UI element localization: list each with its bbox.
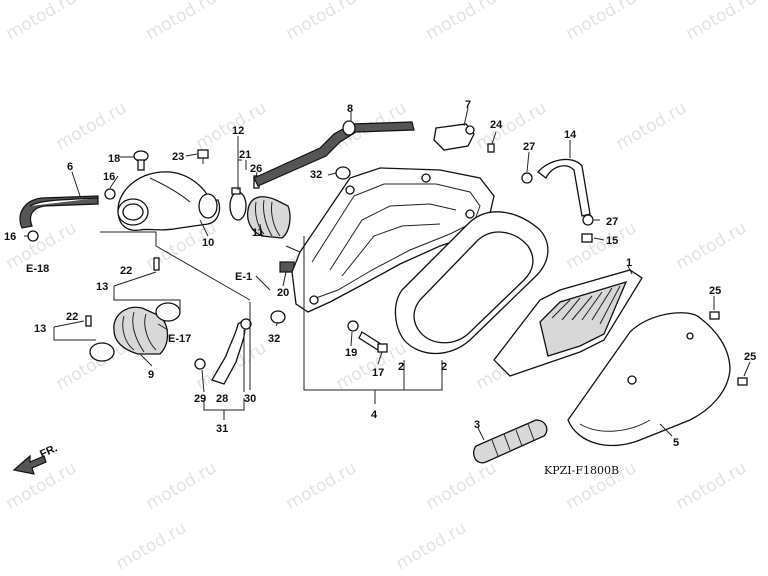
part-cover-5	[567, 312, 731, 447]
callout-label: 27	[606, 216, 618, 228]
callout-label: 16	[103, 171, 115, 183]
part-gasket-2	[394, 211, 549, 354]
callout-label: 30	[244, 393, 256, 405]
part-boot-11	[246, 196, 291, 239]
watermark-text: motod.ru	[673, 458, 751, 514]
part-element-1	[493, 269, 643, 377]
callout-label: 22	[66, 311, 78, 323]
part-bolt-19	[347, 320, 359, 332]
watermark-text: motod.ru	[53, 98, 131, 154]
callout-label: 25	[709, 285, 721, 297]
callout-label: 13	[34, 323, 46, 335]
callout-label: 8	[347, 103, 353, 115]
watermark-text: motod.ru	[143, 458, 221, 514]
front-marker-label: FR.	[38, 442, 59, 460]
part-connecting-tube-10	[117, 171, 221, 232]
callout-label: 12	[232, 125, 244, 137]
callout-label: 5	[673, 437, 679, 449]
callout-label: 6	[67, 161, 73, 173]
part-grommet-32	[270, 166, 351, 324]
callout-label: 25	[744, 351, 756, 363]
connector-e18: E-18	[26, 263, 49, 275]
callout-label: 19	[345, 347, 357, 359]
callout-label: 32	[268, 333, 280, 345]
part-plug-15	[581, 233, 593, 243]
part-hose-14	[537, 158, 591, 217]
part-bolt-25	[709, 311, 748, 386]
callout-label: 13	[96, 281, 108, 293]
callout-label: 27	[523, 141, 535, 153]
callout-label: 4	[371, 409, 378, 421]
watermark-text: motod.ru	[393, 518, 471, 574]
part-hose-8	[253, 120, 415, 187]
callout-label: 3	[474, 419, 480, 431]
diagram-code: KPZI-F1800B	[544, 464, 619, 477]
part-case-housing	[285, 167, 495, 313]
callout-label: 22	[120, 265, 132, 277]
part-screw-18	[133, 150, 149, 171]
part-hose-28	[194, 318, 252, 385]
callout-label: 17	[372, 367, 384, 379]
callout-label: 18	[108, 153, 120, 165]
connector-labels: E-18 E-1 E-17	[26, 263, 252, 345]
callout-label: 21	[239, 149, 251, 161]
callout-label: 15	[606, 235, 618, 247]
watermark-text: motod.ru	[683, 0, 761, 44]
watermark-text: motod.ru	[613, 98, 691, 154]
watermark-text: motod.ru	[473, 98, 551, 154]
connector-e1: E-1	[235, 271, 252, 283]
callout-label: 2	[398, 361, 404, 373]
part-bolt-23	[197, 149, 209, 164]
part-clamp-12	[229, 187, 247, 221]
callout-labels: 1 2 2 3 4 5 6 7 8 9 10 11 12 13 13 14 15…	[4, 99, 756, 449]
callout-label: 29	[194, 393, 206, 405]
watermark-text: motod.ru	[283, 0, 361, 44]
watermark-text: motod.ru	[113, 518, 191, 574]
callout-label: 11	[252, 227, 264, 239]
callout-label: 31	[216, 423, 228, 435]
part-boot-9	[89, 302, 181, 362]
callout-label: 16	[4, 231, 16, 243]
watermark-text: motod.ru	[283, 458, 361, 514]
callout-label: 7	[465, 99, 471, 111]
callout-label: 28	[216, 393, 228, 405]
part-screw-22	[85, 257, 160, 327]
watermark-text: motod.ru	[673, 218, 751, 274]
callout-label: 9	[148, 369, 154, 381]
callout-label: 24	[490, 119, 503, 131]
watermark-text: motod.ru	[3, 458, 81, 514]
part-hose-6	[19, 195, 99, 229]
watermark-text: motod.ru	[143, 0, 221, 44]
watermark-text: motod.ru	[423, 0, 501, 44]
watermark-text: motod.ru	[3, 0, 81, 44]
callout-label: 2	[441, 361, 447, 373]
watermark-text: motod.ru	[53, 338, 131, 394]
part-bolt-17	[358, 331, 388, 353]
watermark-text: motod.ru	[563, 0, 641, 44]
part-tube-3	[472, 419, 548, 464]
callout-label: 23	[172, 151, 184, 163]
callout-label: 32	[310, 169, 322, 181]
part-clip-27	[521, 172, 594, 226]
leader-lines	[24, 107, 751, 441]
callout-label: 1	[626, 257, 632, 269]
callout-label: 14	[564, 129, 577, 141]
connector-e17: E-17	[168, 333, 191, 345]
callout-label: 10	[202, 237, 214, 249]
watermark-text: motod.ru	[423, 458, 501, 514]
callout-label: 20	[277, 287, 289, 299]
part-valve-7	[433, 123, 495, 153]
watermark-layer: motod.ru motod.ru motod.ru motod.ru moto…	[3, 0, 761, 574]
callout-label: 26	[250, 163, 262, 175]
